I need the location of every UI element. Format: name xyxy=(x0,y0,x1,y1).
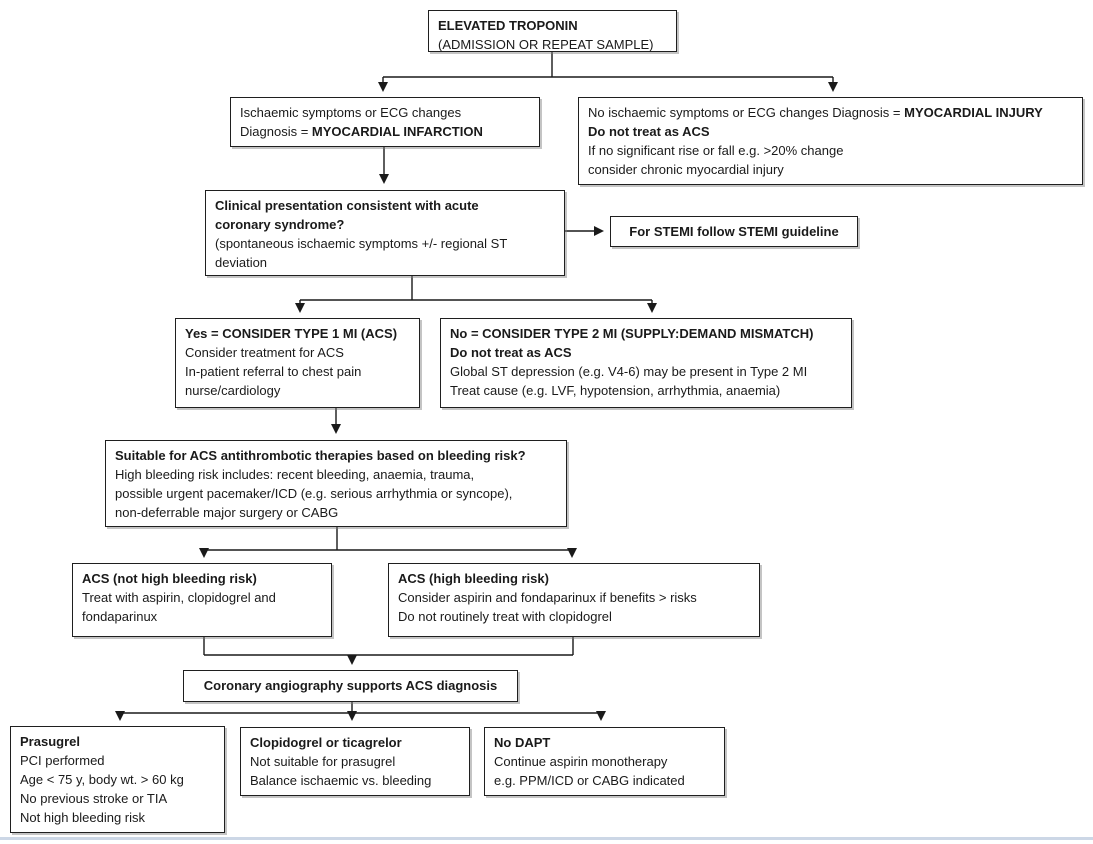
node-title: No = CONSIDER TYPE 2 MI (SUPPLY:DEMAND M… xyxy=(450,326,814,341)
node-text-line: (spontaneous ischaemic symptoms +/- regi… xyxy=(215,236,508,251)
node-title: Yes = CONSIDER TYPE 1 MI (ACS) xyxy=(185,326,398,341)
node-text-line: Global ST depression (e.g. V4-6) may be … xyxy=(450,364,808,379)
node-text-line: No ischaemic symptoms or ECG changes Dia… xyxy=(588,105,1043,120)
node-myocardial-infarction: Ischaemic symptoms or ECG changes Diagno… xyxy=(230,97,540,147)
node-coronary-angiography: Coronary angiography supports ACS diagno… xyxy=(183,670,518,702)
node-text-line: non-deferrable major surgery or CABG xyxy=(115,505,339,520)
node-title: Prasugrel xyxy=(20,734,80,749)
node-text-line: Consider treatment for ACS xyxy=(185,345,344,360)
node-text-line: Not high bleeding risk xyxy=(20,810,146,825)
node-type2-mi: No = CONSIDER TYPE 2 MI (SUPPLY:DEMAND M… xyxy=(440,318,852,408)
node-text-line: Treat cause (e.g. LVF, hypotension, arrh… xyxy=(450,383,781,398)
node-title: Coronary angiography supports ACS diagno… xyxy=(203,678,498,693)
node-text-line: High bleeding risk includes: recent blee… xyxy=(115,467,475,482)
node-clopidogrel-ticagrelor: Clopidogrel or ticagrelor Not suitable f… xyxy=(240,727,470,796)
node-text-line: deviation xyxy=(215,255,268,270)
node-text-line: Do not routinely treat with clopidogrel xyxy=(398,609,612,624)
node-title: Clopidogrel or ticagrelor xyxy=(250,735,402,750)
node-text-line: Consider aspirin and fondaparinux if ben… xyxy=(398,590,697,605)
node-elevated-troponin: ELEVATED TROPONIN (ADMISSION OR REPEAT S… xyxy=(428,10,677,52)
node-title: coronary syndrome? xyxy=(215,217,345,232)
node-type1-mi: Yes = CONSIDER TYPE 1 MI (ACS) Consider … xyxy=(175,318,420,408)
node-text-line: nurse/cardiology xyxy=(185,383,281,398)
node-text-line: (ADMISSION OR REPEAT SAMPLE) xyxy=(438,37,654,52)
node-text-line: No previous stroke or TIA xyxy=(20,791,168,806)
node-myocardial-injury: No ischaemic symptoms or ECG changes Dia… xyxy=(578,97,1083,185)
node-bleeding-risk-question: Suitable for ACS antithrombotic therapie… xyxy=(105,440,567,527)
node-prasugrel: Prasugrel PCI performed Age < 75 y, body… xyxy=(10,726,225,833)
node-text-line: possible urgent pacemaker/ICD (e.g. seri… xyxy=(115,486,513,501)
node-text-line: Balance ischaemic vs. bleeding xyxy=(250,773,432,788)
node-title: For STEMI follow STEMI guideline xyxy=(629,224,839,239)
node-text-line: Diagnosis = MYOCARDIAL INFARCTION xyxy=(240,124,483,139)
node-clinical-presentation: Clinical presentation consistent with ac… xyxy=(205,190,565,276)
node-text-line: consider chronic myocardial injury xyxy=(588,162,784,177)
node-title: ACS (high bleeding risk) xyxy=(398,571,549,586)
node-text-line: Not suitable for prasugrel xyxy=(250,754,396,769)
node-text-line: Do not treat as ACS xyxy=(588,124,710,139)
node-text-line: e.g. PPM/ICD or CABG indicated xyxy=(494,773,685,788)
node-stemi-guideline: For STEMI follow STEMI guideline xyxy=(610,216,858,247)
node-text-line: fondaparinux xyxy=(82,609,158,624)
node-text-line: Treat with aspirin, clopidogrel and xyxy=(82,590,276,605)
page-bottom-divider xyxy=(0,837,1093,840)
node-text-line: In-patient referral to chest pain xyxy=(185,364,362,379)
node-text-line: Do not treat as ACS xyxy=(450,345,572,360)
node-acs-high-bleeding-risk: ACS (high bleeding risk) Consider aspiri… xyxy=(388,563,760,637)
node-title: ACS (not high bleeding risk) xyxy=(82,571,257,586)
node-no-dapt: No DAPT Continue aspirin monotherapy e.g… xyxy=(484,727,725,796)
node-title: ELEVATED TROPONIN xyxy=(438,18,578,33)
node-text-line: Age < 75 y, body wt. > 60 kg xyxy=(20,772,184,787)
node-title: Suitable for ACS antithrombotic therapie… xyxy=(115,448,526,463)
node-text-line: Ischaemic symptoms or ECG changes xyxy=(240,105,462,120)
node-title: No DAPT xyxy=(494,735,551,750)
node-text-line: If no significant rise or fall e.g. >20%… xyxy=(588,143,844,158)
node-title: Clinical presentation consistent with ac… xyxy=(215,198,479,213)
node-text-line: Continue aspirin monotherapy xyxy=(494,754,668,769)
node-acs-not-high-bleeding-risk: ACS (not high bleeding risk) Treat with … xyxy=(72,563,332,637)
node-text-line: PCI performed xyxy=(20,753,105,768)
